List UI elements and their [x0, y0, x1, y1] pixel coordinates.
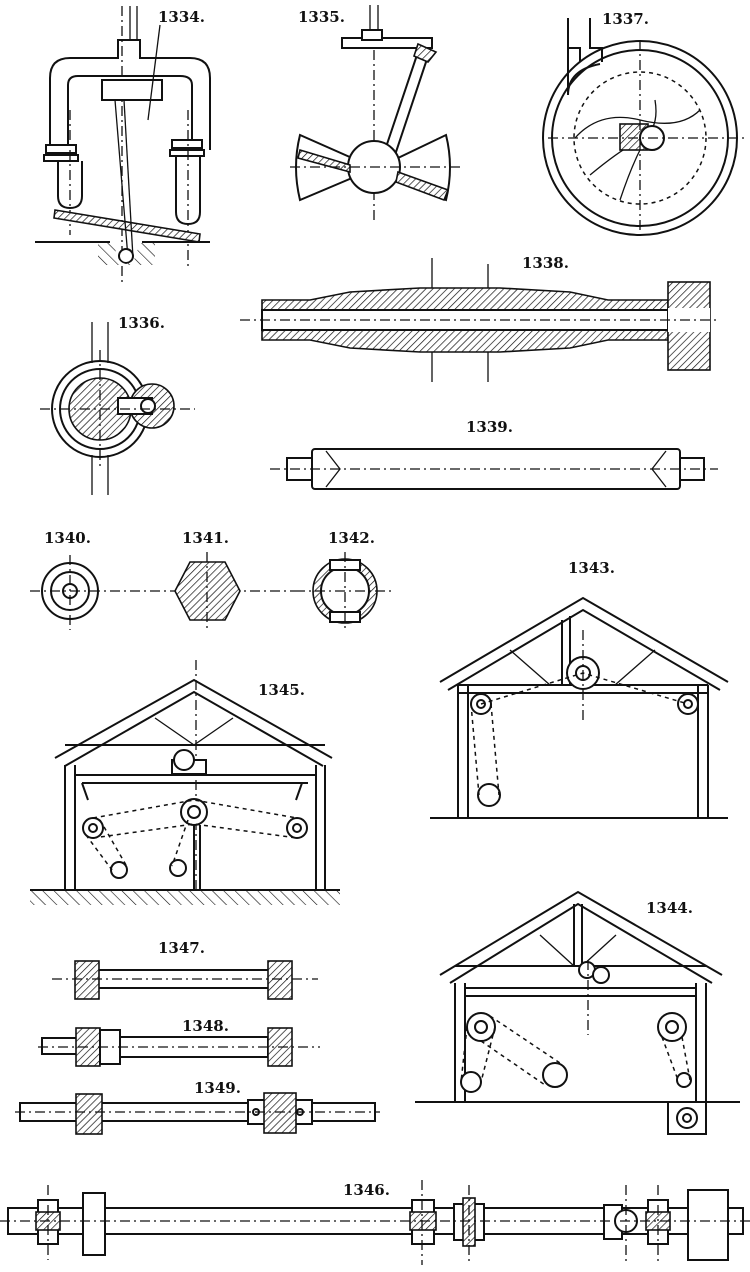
figure-label: 1335. — [298, 8, 345, 26]
figure-label: 1344. — [646, 899, 693, 917]
figure-1348: 1348. — [38, 1017, 320, 1067]
figure-1347: 1347. — [52, 939, 318, 1000]
figure-label: 1341. — [182, 529, 229, 547]
figure-label: 1338. — [522, 254, 569, 272]
figure-label: 1336. — [118, 314, 165, 332]
figure-label: 1334. — [158, 8, 205, 26]
figure-label: 1346. — [343, 1181, 390, 1199]
figure-label: 1339. — [466, 418, 513, 436]
figure-1335: 1335. — [290, 5, 462, 222]
figure-1334: 1334. — [35, 6, 211, 285]
figure-1336: 1336. — [40, 314, 195, 495]
figure-label: 1347. — [158, 939, 205, 957]
figure-1337: 1337. — [542, 10, 745, 240]
figure-label: 1337. — [602, 10, 649, 28]
figure-1341: 1341. — [174, 529, 241, 630]
figure-label: 1348. — [182, 1017, 229, 1035]
figure-1342: 1342. — [295, 529, 395, 630]
figure-1339: 1339. — [270, 418, 718, 490]
figure-1346: 1346. — [0, 1180, 750, 1265]
figure-1349: 1349. — [15, 1079, 380, 1135]
figure-1338: 1338. — [240, 254, 720, 382]
figure-label: 1342. — [328, 529, 375, 547]
figure-label: 1345. — [258, 681, 305, 699]
figure-1343: 1343. — [430, 559, 729, 819]
figure-1344: 1344. — [415, 890, 740, 1135]
figure-label: 1340. — [44, 529, 91, 547]
figure-label: 1343. — [568, 559, 615, 577]
figure-1345: 1345. — [30, 660, 340, 905]
figure-label: 1349. — [194, 1079, 241, 1097]
figure-1340: 1340. — [30, 529, 295, 630]
